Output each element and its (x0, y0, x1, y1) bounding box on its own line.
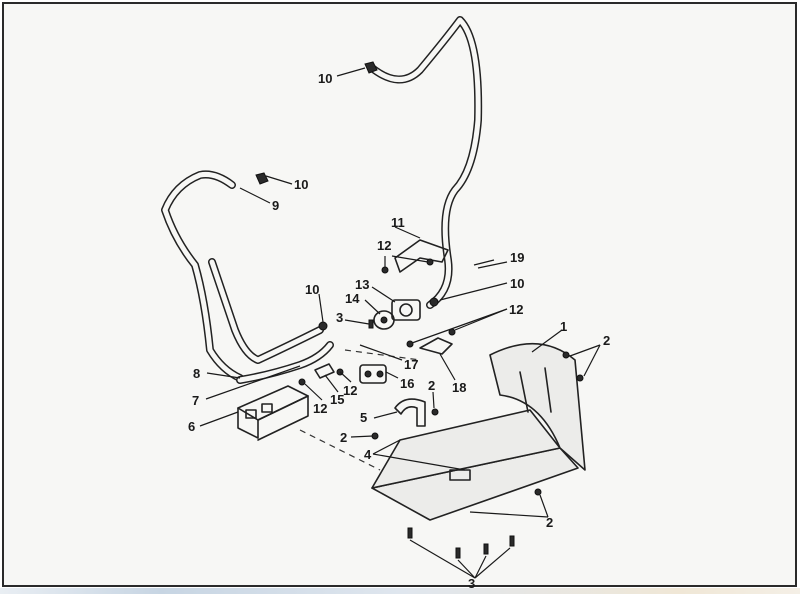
callout-10-top: 10 (318, 71, 332, 86)
callout-16: 16 (400, 376, 414, 391)
callout-2-topright: 2 (603, 333, 610, 348)
nuts-2 (371, 351, 584, 496)
purge-hose-8 (161, 170, 324, 382)
evap-canister-6 (237, 385, 309, 441)
callout-4: 4 (364, 447, 372, 462)
fitting-10-right (429, 297, 439, 307)
canister-bracket-5 (394, 398, 426, 427)
alignment-line-valve (344, 349, 421, 361)
callout-19: 19 (510, 250, 524, 265)
vent-valve-16 (359, 364, 387, 384)
vent-hose-19 (368, 16, 483, 309)
callout-15: 15 (330, 392, 344, 407)
fitting-10-mid (318, 321, 328, 331)
hose-7 (236, 341, 334, 384)
callout-7: 7 (192, 393, 199, 408)
callout-9: 9 (272, 198, 279, 213)
callout-12-left: 12 (313, 401, 327, 416)
callout-10-mid: 10 (305, 282, 319, 297)
bolts-3 (368, 319, 515, 559)
callout-18: 18 (452, 380, 466, 395)
callout-13: 13 (355, 277, 369, 292)
callout-10-right: 10 (510, 276, 524, 291)
callout-10-left: 10 (294, 177, 308, 192)
callout-12-right: 12 (509, 302, 523, 317)
callout-11: 11 (391, 215, 405, 230)
hose-clip-10-left (255, 172, 269, 185)
purge-solenoid-13 (391, 299, 421, 321)
bracket-18 (419, 337, 453, 355)
bracket-11 (394, 239, 449, 273)
callout-3-bottom: 3 (468, 576, 475, 591)
clip-12-c (406, 340, 414, 348)
callout-14: 14 (345, 291, 360, 306)
vacuum-valve-14 (373, 310, 395, 330)
hose-clip-10-top (364, 61, 378, 74)
callout-12-top: 12 (377, 238, 391, 253)
hose-connector-15 (314, 363, 335, 379)
callout-2-left: 2 (340, 430, 347, 445)
callout-1: 1 (560, 319, 567, 334)
callout-2-mid: 2 (428, 378, 435, 393)
callout-2-bottom: 2 (546, 515, 553, 530)
canister-shield-1 (371, 342, 586, 521)
bottom-color-strip (0, 588, 800, 594)
callout-8: 8 (193, 366, 200, 381)
alignment-line-canister (299, 429, 381, 471)
callout-12-mid: 12 (343, 383, 357, 398)
callout-17: 17 (404, 357, 418, 372)
callout-6: 6 (188, 419, 195, 434)
callout-5: 5 (360, 410, 367, 425)
callout-3-mid: 3 (336, 310, 343, 325)
leader-lines (199, 67, 601, 579)
clip-12-f (298, 378, 306, 386)
